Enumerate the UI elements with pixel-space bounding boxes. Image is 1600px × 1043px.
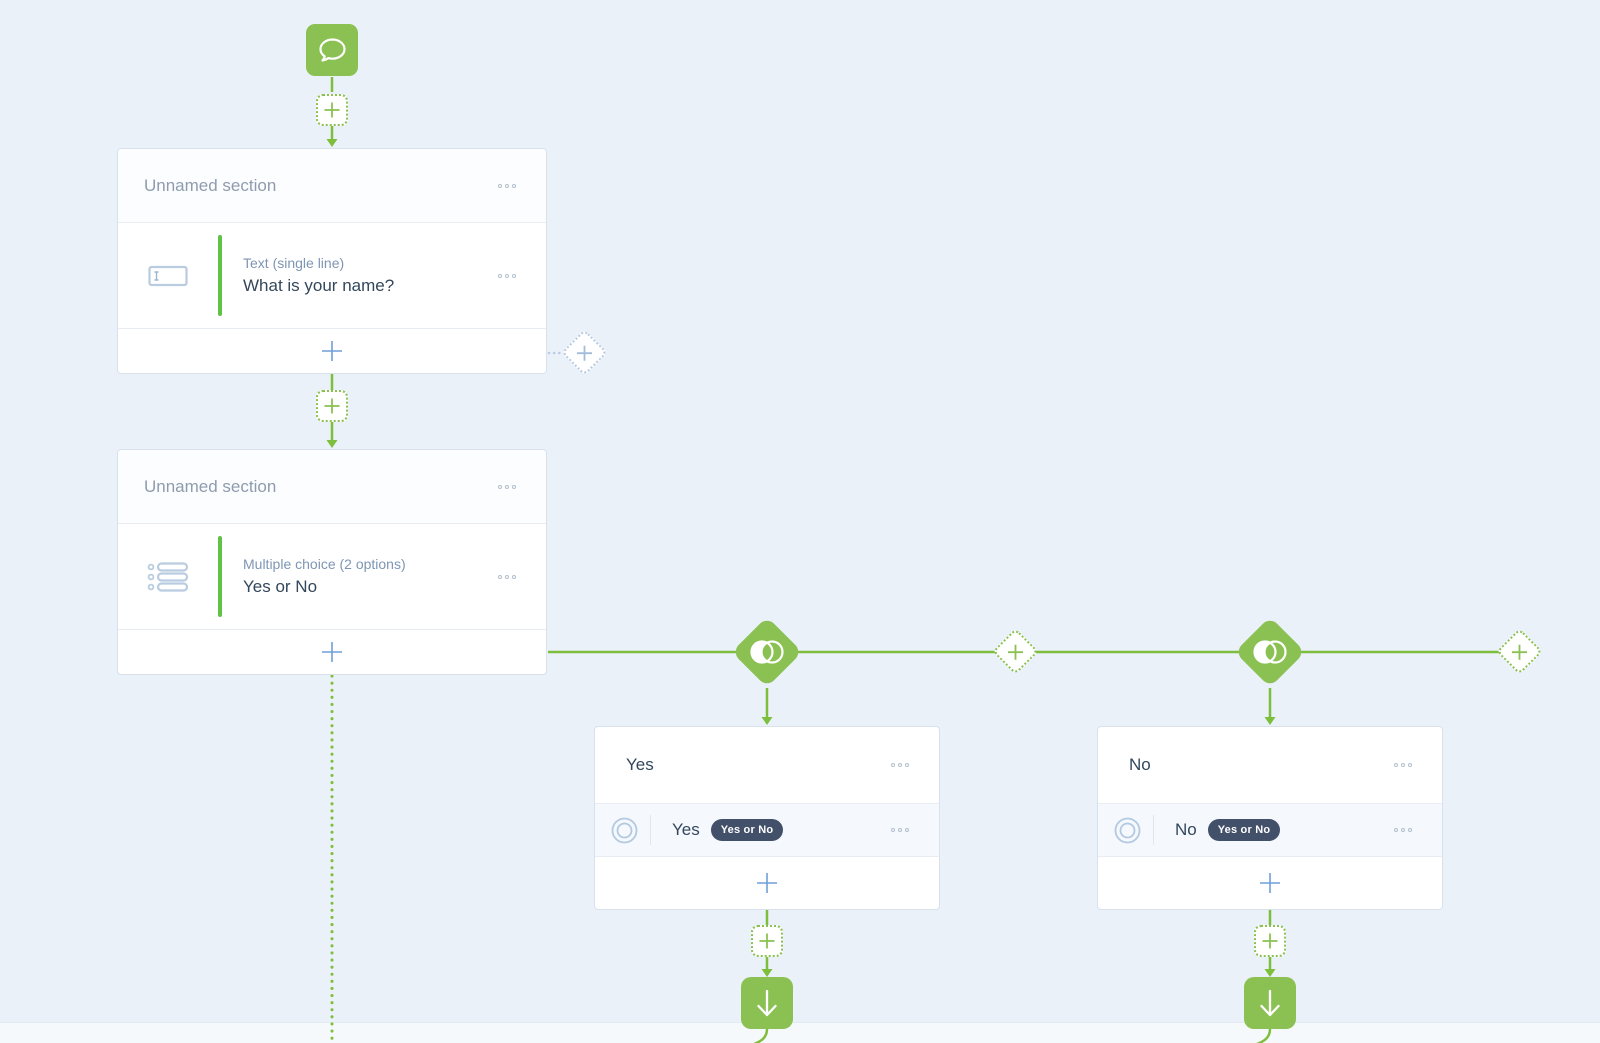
text-input-icon [118, 223, 218, 328]
section-menu-button[interactable] [498, 484, 516, 489]
add-condition-button[interactable] [1098, 857, 1442, 909]
radio-icon [611, 817, 638, 844]
plus-icon [320, 640, 344, 664]
plus-icon [1511, 643, 1529, 661]
section-header: Unnamed section [118, 149, 546, 223]
branch-title: No [1129, 755, 1151, 774]
goto-node[interactable] [1244, 977, 1296, 1029]
plus-icon [1258, 871, 1282, 895]
add-branch-placeholder[interactable] [561, 329, 608, 376]
plus-icon [320, 339, 344, 363]
question-type-label: Multiple choice (2 options) [243, 556, 406, 572]
overlapping-circles-icon [1250, 637, 1290, 667]
arrow-down-icon [1252, 985, 1288, 1021]
radio-icon [1114, 817, 1141, 844]
question-item[interactable]: Text (single line) What is your name? [118, 223, 546, 329]
question-type-label: Text (single line) [243, 255, 345, 271]
canvas-bottom-edge [0, 1022, 1600, 1043]
overlapping-circles-icon [747, 637, 787, 667]
plus-icon [755, 871, 779, 895]
section-title: Unnamed section [144, 476, 277, 496]
section-menu-button[interactable] [498, 183, 516, 188]
question-title: What is your name? [243, 276, 395, 295]
plus-icon [323, 101, 341, 119]
add-step-button[interactable] [1254, 925, 1286, 957]
plus-icon [758, 932, 776, 950]
branch-card: No No Yes or No [1097, 726, 1443, 910]
add-question-button[interactable] [118, 630, 546, 674]
option-source-badge: Yes or No [710, 819, 784, 841]
question-menu-button[interactable] [498, 273, 516, 278]
branch-option-row[interactable]: Yes Yes or No [595, 803, 939, 857]
branch-header: Yes [595, 727, 939, 803]
option-menu-button[interactable] [1394, 828, 1412, 832]
branch-menu-button[interactable] [891, 763, 909, 767]
add-step-button[interactable] [316, 94, 348, 126]
option-label: No [1175, 820, 1197, 839]
option-label: Yes [672, 820, 700, 839]
branch-card: Yes Yes Yes or No [594, 726, 940, 910]
plus-icon [1007, 643, 1025, 661]
plus-icon [323, 397, 341, 415]
item-accent-bar [218, 536, 222, 617]
add-branch-button[interactable] [1496, 628, 1543, 675]
divider [1153, 815, 1154, 845]
option-menu-button[interactable] [891, 828, 909, 832]
section-card: Unnamed section Text (single line) What … [117, 148, 547, 374]
divider [650, 815, 651, 845]
chat-bubble-icon [317, 35, 347, 65]
add-condition-button[interactable] [595, 857, 939, 909]
goto-node[interactable] [741, 977, 793, 1029]
section-title: Unnamed section [144, 175, 277, 195]
arrow-down-icon [749, 985, 785, 1021]
branch-title: Yes [626, 755, 654, 774]
option-source-badge: Yes or No [1207, 819, 1281, 841]
add-branch-button[interactable] [992, 628, 1039, 675]
multiple-choice-icon [118, 524, 218, 629]
branch-node[interactable] [1234, 616, 1306, 688]
branch-menu-button[interactable] [1394, 763, 1412, 767]
branch-option-row[interactable]: No Yes or No [1098, 803, 1442, 857]
question-item[interactable]: Multiple choice (2 options) Yes or No [118, 524, 546, 630]
question-title: Yes or No [243, 577, 318, 596]
branch-header: No [1098, 727, 1442, 803]
plus-icon [576, 344, 594, 362]
add-step-button[interactable] [751, 925, 783, 957]
section-header: Unnamed section [118, 450, 546, 524]
plus-icon [1261, 932, 1279, 950]
branch-node[interactable] [731, 616, 803, 688]
item-accent-bar [218, 235, 222, 316]
add-step-button[interactable] [316, 390, 348, 422]
question-menu-button[interactable] [498, 574, 516, 579]
start-node[interactable] [306, 24, 358, 76]
section-card: Unnamed section Multiple choice (2 optio… [117, 449, 547, 675]
add-question-button[interactable] [118, 329, 546, 373]
